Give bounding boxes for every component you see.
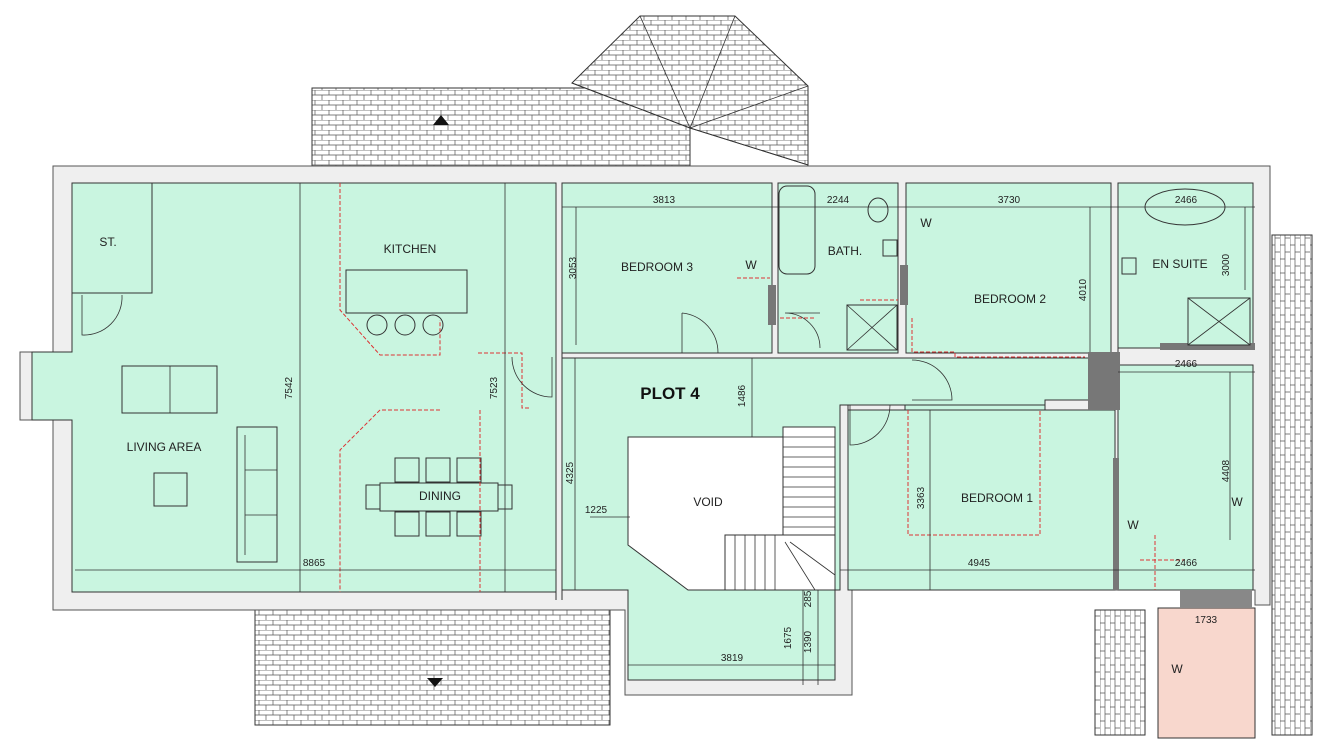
roof-bottom-right	[1094, 609, 1146, 736]
room-label-store: ST.	[99, 235, 116, 249]
arrow-up-icon	[433, 115, 449, 125]
room-bedroom3	[561, 182, 773, 354]
wall-bath-b	[900, 265, 908, 305]
roof-tiles	[254, 15, 1313, 736]
wardrobe-label-bed1a: W	[1231, 495, 1243, 509]
door-swings	[81, 294, 953, 446]
wardrobe-label-annex: W	[1171, 662, 1183, 676]
dim-3819: 3819	[721, 653, 744, 664]
garage-annex	[1157, 607, 1256, 739]
dim-3730: 3730	[998, 195, 1021, 206]
wall-bed1	[1113, 458, 1119, 590]
dim-2466-bottom: 2466	[1175, 558, 1198, 569]
roof-bay-hips	[571, 15, 809, 166]
wardrobe-label-bed1b: W	[1127, 518, 1139, 532]
dim-2466-mid: 2466	[1175, 359, 1198, 370]
dim-4408: 4408	[1221, 459, 1232, 482]
furniture	[121, 185, 1251, 563]
roof-top-left	[311, 87, 691, 169]
room-label-void: VOID	[693, 495, 723, 509]
dim-3363: 3363	[916, 486, 927, 509]
wall-ensuite	[1160, 343, 1255, 350]
roof-right-edge	[1271, 234, 1313, 736]
dim-3000: 3000	[1221, 253, 1232, 276]
dim-4010: 4010	[1078, 278, 1089, 301]
room-store	[71, 182, 153, 294]
wardrobe-label-bed2: W	[920, 216, 932, 230]
dim-8865: 8865	[303, 558, 326, 569]
dashed-outlines	[339, 183, 1185, 592]
dim-2244: 2244	[827, 195, 850, 206]
dim-2466-top: 2466	[1175, 195, 1198, 206]
dim-285: 285	[803, 590, 814, 607]
roof-bottom	[254, 607, 611, 726]
dimension-lines	[75, 183, 1255, 685]
plan-title: PLOT 4	[640, 384, 700, 403]
room-label-ensuite: EN SUITE	[1152, 257, 1207, 271]
dim-7542: 7542	[284, 376, 295, 399]
dim-3813: 3813	[653, 195, 676, 206]
dim-1733: 1733	[1195, 615, 1218, 626]
column-stub	[1088, 352, 1120, 410]
room-label-bath: BATH.	[828, 244, 862, 258]
dim-4325: 4325	[565, 461, 576, 484]
dim-7523: 7523	[489, 376, 500, 399]
dim-1390: 1390	[803, 630, 814, 653]
room-label-bedroom3: BEDROOM 3	[621, 260, 693, 274]
room-bedroom1-ext	[1117, 364, 1254, 591]
dim-4945: 4945	[968, 558, 991, 569]
arrow-down-icon	[427, 678, 443, 687]
room-label-kitchen: KITCHEN	[384, 242, 437, 256]
room-label-living: LIVING AREA	[127, 440, 202, 454]
labels: PLOT 4 ST. KITCHEN LIVING AREA DINING BE…	[99, 195, 1243, 676]
room-label-bedroom2: BEDROOM 2	[974, 292, 1046, 306]
room-label-dining: DINING	[419, 489, 461, 503]
wall-bath-a	[768, 285, 776, 325]
room-bedroom2	[905, 182, 1112, 354]
wardrobe-label-bed3: W	[745, 258, 757, 272]
room-label-bedroom1: BEDROOM 1	[961, 491, 1033, 505]
dim-1225: 1225	[585, 505, 608, 516]
annex-wall	[1180, 590, 1252, 608]
dim-1486: 1486	[737, 384, 748, 407]
dim-3053: 3053	[568, 256, 579, 279]
staircase	[724, 426, 836, 591]
dim-1675: 1675	[783, 626, 794, 649]
